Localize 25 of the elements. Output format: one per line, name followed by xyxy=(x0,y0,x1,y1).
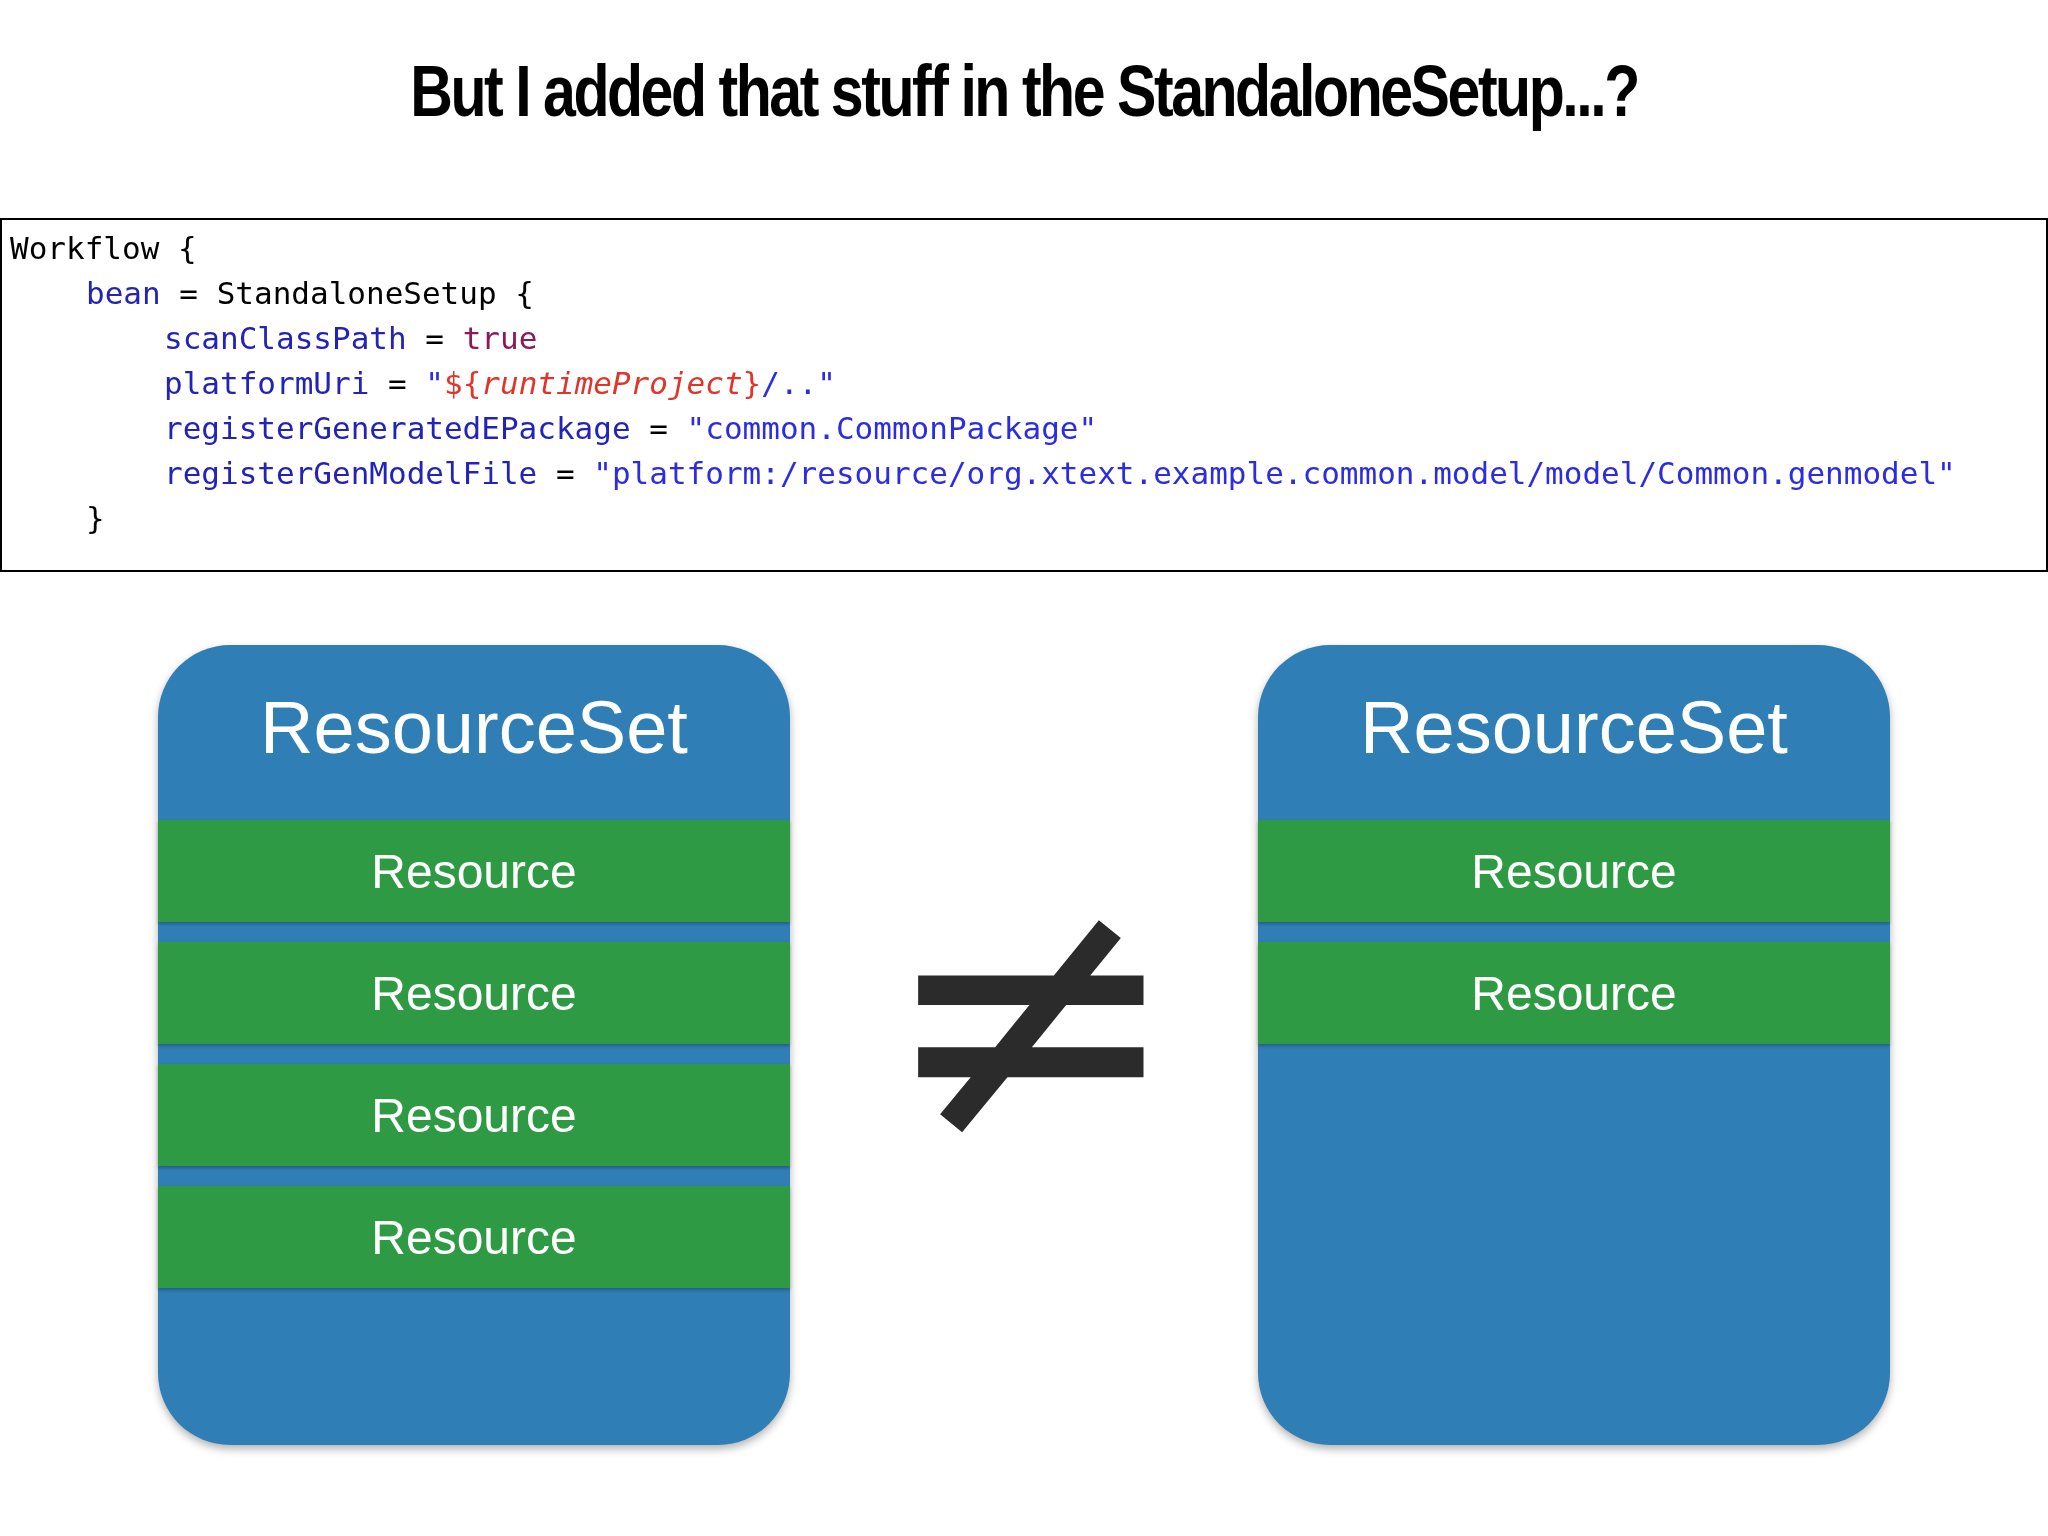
resource-bar xyxy=(158,942,790,1044)
resource-bar xyxy=(158,1064,790,1166)
resource-bar xyxy=(1258,820,1890,922)
resource-label: Resource xyxy=(371,843,577,899)
resource-set-container xyxy=(1258,645,1890,1445)
resource-bar xyxy=(1258,942,1890,1044)
code-line: registerGenModelFile = "platform:/resource/org.xtext.example.common.model/model/Common.genmodel" xyxy=(164,455,1956,491)
resource-bar xyxy=(158,1186,790,1288)
not-equal-sign: ≠ xyxy=(880,835,1182,1195)
resource-set-container xyxy=(158,645,790,1445)
container-title: ResourceSet xyxy=(1359,685,1789,770)
code-line: } xyxy=(86,500,105,536)
code-line: Workflow { xyxy=(10,230,197,266)
code-line: platformUri = "${runtimeProject}/.." xyxy=(164,365,836,401)
code-line: scanClassPath = true xyxy=(164,320,538,356)
resource-label: Resource xyxy=(371,965,577,1021)
resource-label: Resource xyxy=(1471,843,1677,899)
slide-title: But I added that stuff in the StandaloneSetup...? xyxy=(409,50,1639,132)
resource-label: Resource xyxy=(371,1209,577,1265)
resource-label: Resource xyxy=(371,1087,577,1143)
container-title: ResourceSet xyxy=(259,685,689,770)
resource-label: Resource xyxy=(1471,965,1677,1021)
code-line: bean = StandaloneSetup { xyxy=(86,275,534,311)
code-line: registerGeneratedEPackage = "common.CommonPackage" xyxy=(164,410,1098,446)
resource-bar xyxy=(158,820,790,922)
